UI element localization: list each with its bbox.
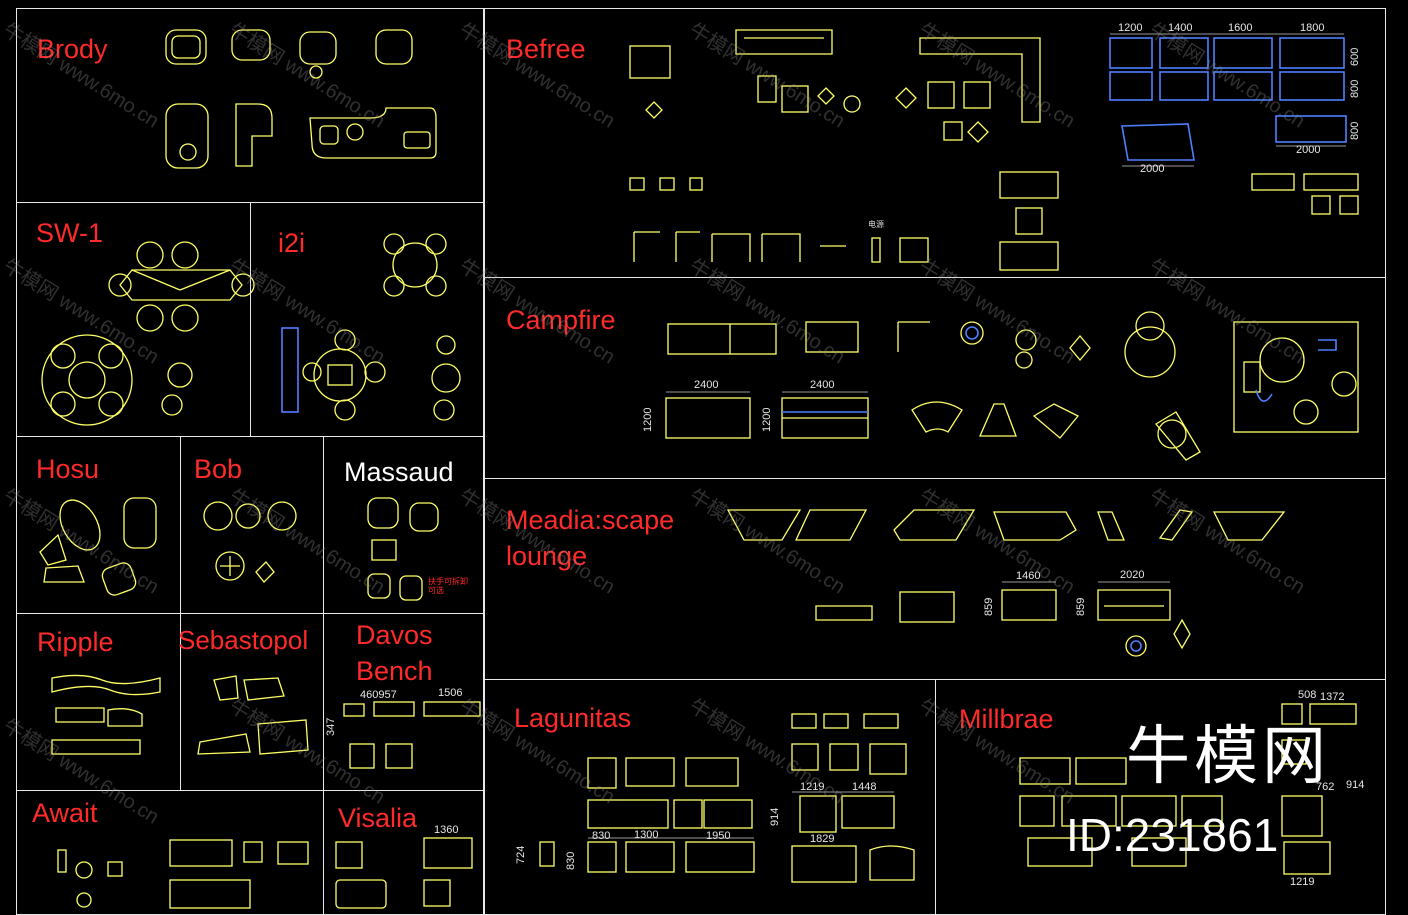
label-lagunitas: Lagunitas [514, 703, 632, 733]
dim-befree-2000b: 2000 [1140, 163, 1165, 175]
dim-visalia-1360: 1360 [434, 824, 459, 836]
label-campfire: Campfire [506, 305, 616, 335]
dim-lag-1448: 1448 [852, 781, 877, 793]
dim-befree-1800: 1800 [1300, 22, 1325, 34]
befree-note: 电源 [868, 220, 884, 229]
label-await: Await [32, 798, 98, 828]
label-meadia: Meadia:scape [506, 505, 675, 535]
dim-befree-1400: 1400 [1168, 22, 1193, 34]
panel-campfire [484, 277, 1386, 479]
dim-lag-914: 914 [769, 807, 781, 826]
label-bob: Bob [194, 454, 243, 484]
dim-lag-1300: 1300 [634, 829, 659, 841]
dim-mill-914: 914 [1346, 779, 1365, 791]
dim-meadia-859a: 859 [983, 597, 995, 616]
watermark-brand: 牛模网 [1126, 720, 1330, 792]
label-lounge: lounge [506, 541, 588, 571]
panel-befree [484, 8, 1386, 278]
label-i2i: i2i [278, 228, 306, 258]
label-brody: Brody [37, 34, 108, 64]
dim-lag-724: 724 [515, 845, 527, 864]
dim-lag-1950: 1950 [706, 830, 731, 842]
dim-lag-1829: 1829 [810, 833, 835, 845]
label-sebastopol: Sebastopol [178, 625, 309, 655]
dim-befree-800b: 800 [1349, 121, 1361, 140]
dim-befree-1200: 1200 [1118, 22, 1143, 34]
dim-campfire-2400a: 2400 [694, 379, 719, 391]
label-millbrae: Millbrae [959, 704, 1054, 734]
dim-meadia-859b: 859 [1075, 597, 1087, 616]
label-visalia: Visalia [338, 803, 418, 833]
dim-davos-347: 347 [325, 717, 337, 736]
dim-davos-460957: 460957 [360, 689, 397, 701]
dim-campfire-2400b: 2400 [810, 379, 835, 391]
dim-meadia-1460: 1460 [1016, 570, 1041, 582]
label-hosu: Hosu [36, 454, 100, 484]
dim-mill-1372: 1372 [1320, 691, 1345, 703]
label-sw1: SW-1 [36, 218, 104, 248]
dim-campfire-1200a: 1200 [642, 407, 654, 432]
massaud-note: 扶手可拆卸 可选 [428, 577, 468, 595]
dim-befree-600: 600 [1349, 47, 1361, 66]
dim-lag-1219: 1219 [800, 781, 825, 793]
dim-mill-1219: 1219 [1290, 876, 1315, 888]
dim-mill-762: 762 [1316, 781, 1335, 793]
dim-lag-830b: 830 [565, 851, 577, 870]
label-massaud: Massaud [344, 457, 454, 487]
dim-befree-1600: 1600 [1228, 22, 1253, 34]
dim-lag-830a: 830 [592, 830, 611, 842]
dim-davos-1506: 1506 [438, 687, 463, 699]
label-davos: Davos [356, 620, 433, 650]
dim-befree-2000a: 2000 [1296, 144, 1321, 156]
label-bench: Bench [356, 656, 433, 686]
dim-befree-800a: 800 [1349, 79, 1361, 98]
dim-mill-508: 508 [1298, 689, 1317, 701]
label-ripple: Ripple [37, 627, 114, 657]
label-befree: Befree [506, 34, 586, 64]
dim-meadia-2020: 2020 [1120, 569, 1145, 581]
watermark-id: ID:231861 [1066, 809, 1279, 861]
dim-campfire-1200b: 1200 [761, 407, 773, 432]
